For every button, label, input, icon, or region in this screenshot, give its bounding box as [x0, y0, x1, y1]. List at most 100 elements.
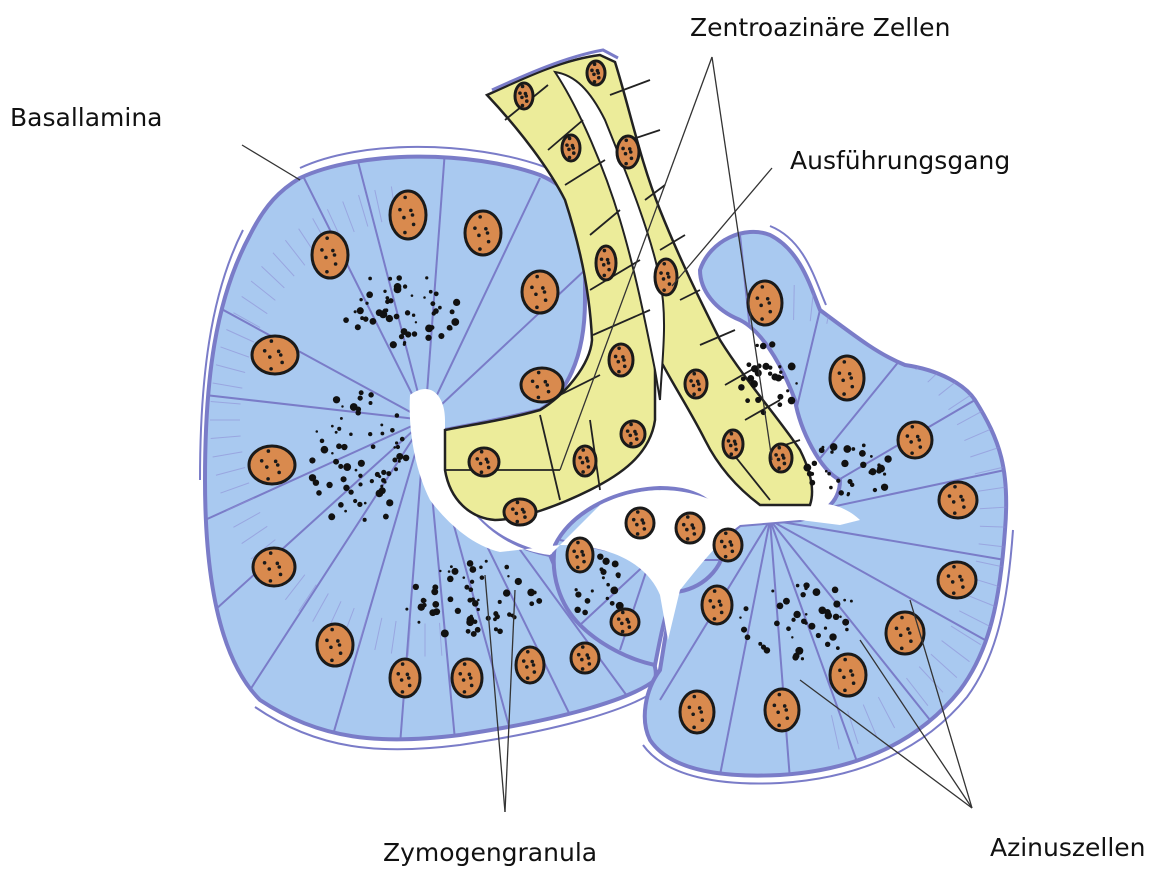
granule [394, 467, 398, 471]
granule [358, 474, 362, 478]
granule [813, 588, 821, 596]
chromatin-dot [961, 498, 965, 502]
chromatin-dot [333, 253, 337, 257]
chromatin-dot [597, 76, 601, 80]
chromatin-dot [952, 591, 956, 595]
chromatin-dot [263, 561, 267, 565]
chromatin-dot [759, 304, 763, 308]
nucleus-body [626, 508, 654, 538]
granule [755, 397, 761, 403]
granule [470, 566, 477, 573]
chromatin-dot [776, 710, 780, 714]
nucleus-body [617, 136, 639, 168]
granule [398, 460, 401, 463]
chromatin-dot [263, 349, 267, 353]
nucleus-body [504, 499, 536, 525]
chromatin-dot [408, 684, 412, 688]
chromatin-dot [400, 678, 404, 682]
granule [328, 513, 335, 520]
chromatin-dot [330, 628, 334, 632]
granule [738, 384, 745, 391]
granule [575, 591, 581, 597]
chromatin-dot [581, 553, 585, 557]
granule [383, 514, 389, 520]
chromatin-dot [625, 618, 629, 622]
granule [777, 602, 784, 609]
granule [805, 613, 808, 616]
granule [320, 439, 325, 444]
granule [781, 376, 784, 379]
chromatin-dot [713, 589, 717, 593]
granule [739, 616, 741, 618]
chromatin-dot [900, 647, 904, 651]
chromatin-dot [841, 379, 845, 383]
chromatin-dot [479, 462, 483, 466]
nucleus [521, 368, 563, 402]
chromatin-dot [277, 565, 281, 569]
granule [433, 308, 439, 314]
chromatin-dot [713, 617, 717, 621]
granule [383, 309, 387, 313]
granule [779, 370, 782, 373]
granule [358, 482, 362, 486]
nucleus [830, 654, 866, 696]
nucleus [249, 446, 295, 484]
chromatin-dot [581, 645, 585, 649]
chromatin-dot [575, 555, 579, 559]
granule [355, 324, 361, 330]
granule [358, 395, 363, 400]
nucleus-body [465, 211, 501, 255]
chromatin-dot [916, 435, 920, 439]
chromatin-dot [547, 390, 551, 394]
granule [376, 309, 383, 316]
nucleus-body [680, 691, 714, 733]
chromatin-dot [842, 392, 846, 396]
chromatin-dot [270, 339, 274, 343]
chromatin-dot [572, 151, 576, 155]
chromatin-dot [320, 248, 324, 252]
chromatin-dot [952, 500, 956, 504]
granule [432, 601, 439, 608]
granule [386, 315, 393, 322]
granule [791, 636, 793, 638]
granule [591, 589, 594, 592]
chromatin-dot [603, 249, 607, 253]
granule [401, 328, 408, 335]
nucleus-body [676, 513, 704, 543]
granule [336, 443, 342, 449]
chromatin-dot [643, 527, 647, 531]
granule [423, 296, 426, 299]
chromatin-dot [629, 150, 633, 154]
chromatin-dot [783, 462, 787, 466]
chromatin-dot [633, 430, 637, 434]
chromatin-dot [843, 658, 847, 662]
chromatin-dot [899, 633, 903, 637]
granule [333, 396, 340, 403]
chromatin-dot [632, 518, 636, 522]
granule [365, 302, 368, 305]
nucleus [770, 444, 792, 472]
granule [825, 642, 830, 647]
label-zymogengranula: Zymogengranula [383, 840, 597, 865]
granule [503, 589, 510, 596]
granule [862, 444, 866, 448]
granule [768, 366, 772, 370]
granule [769, 341, 775, 347]
granule [381, 470, 386, 475]
granule [803, 464, 811, 472]
granule [536, 598, 542, 604]
granule [842, 619, 849, 626]
granule [606, 597, 609, 600]
chromatin-dot [777, 724, 781, 728]
chromatin-dot [511, 507, 515, 511]
granule [582, 610, 588, 616]
nucleus [939, 482, 977, 518]
chromatin-dot [338, 643, 342, 647]
nucleus-body [571, 643, 599, 673]
granule [384, 481, 387, 484]
chromatin-dot [325, 270, 329, 274]
nucleus [714, 529, 742, 561]
chromatin-dot [783, 704, 787, 708]
chromatin-dot [593, 62, 597, 66]
granule [529, 601, 534, 606]
